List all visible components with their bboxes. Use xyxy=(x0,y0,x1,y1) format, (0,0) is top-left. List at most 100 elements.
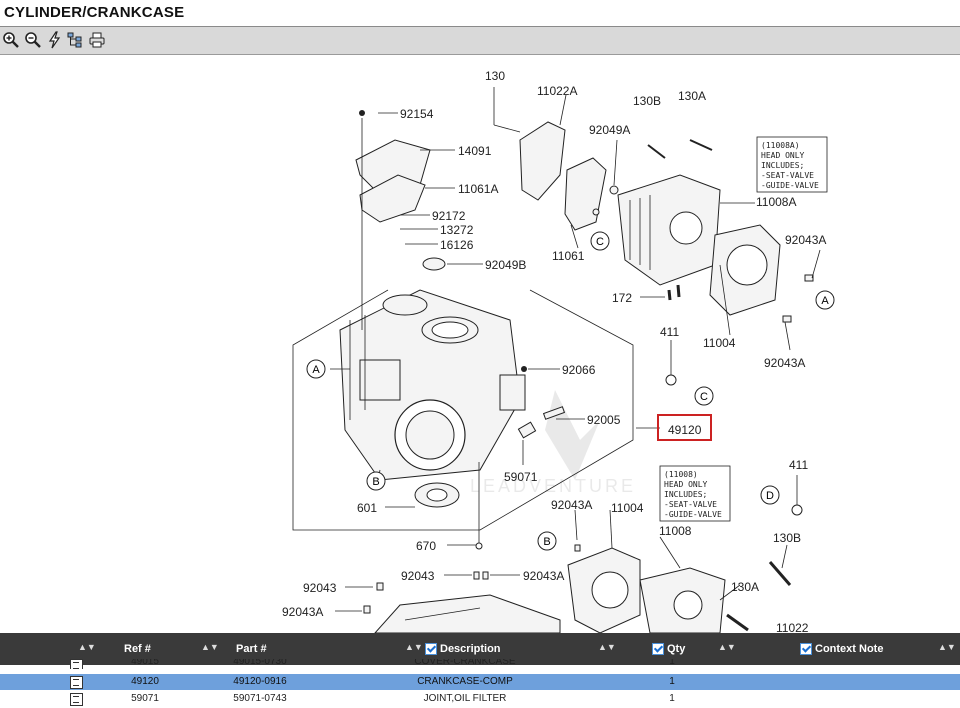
callout-11008[interactable]: 11008 xyxy=(659,524,692,538)
callout-601[interactable]: 601 xyxy=(357,501,377,515)
svg-text:-SEAT-VALVE: -SEAT-VALVE xyxy=(664,500,717,509)
callout-59071[interactable]: 59071 xyxy=(504,470,538,484)
callout-92049b[interactable]: 92049B xyxy=(485,258,526,272)
checkbox-icon[interactable] xyxy=(425,643,437,656)
table-row[interactable]: 49015 49015-0730 COVER-CRANKCASE 1 xyxy=(0,659,960,669)
rocker-cover-part[interactable] xyxy=(493,87,607,231)
cell-ref: 59071 xyxy=(131,693,159,704)
callout-13272[interactable]: 13272 xyxy=(440,223,474,237)
callout-130b-bot[interactable]: 130B xyxy=(773,531,801,545)
callout-92043a-mid[interactable]: 92043A xyxy=(523,569,564,583)
svg-text:-GUIDE-VALVE: -GUIDE-VALVE xyxy=(664,510,722,519)
callout-130a-bot[interactable]: 130A xyxy=(731,580,759,594)
callout-92043a-r2[interactable]: 92043A xyxy=(764,356,805,370)
callout-92043a-b1[interactable]: 92043A xyxy=(551,498,592,512)
callout-130[interactable]: 130 xyxy=(485,69,505,83)
callout-11004-top[interactable]: 11004 xyxy=(703,336,736,350)
table-row-selected[interactable]: 49120 49120-0916 CRANKCASE-COMP 1 xyxy=(0,674,960,690)
callout-92043a-r1[interactable]: 92043A xyxy=(785,233,826,247)
checkbox-icon[interactable] xyxy=(652,643,664,656)
callout-411-top[interactable]: 411 xyxy=(660,325,679,339)
callout-172[interactable]: 172 xyxy=(612,291,632,305)
callout-92172[interactable]: 92172 xyxy=(432,209,466,223)
cell-part: 59071-0743 xyxy=(233,693,287,704)
callout-92154[interactable]: 92154 xyxy=(400,107,434,121)
callout-11061[interactable]: 11061 xyxy=(552,249,585,263)
svg-text:HEAD ONLY: HEAD ONLY xyxy=(664,480,708,489)
cell-ref: 49015 xyxy=(131,659,159,667)
selected-part-highlight[interactable] xyxy=(657,414,712,441)
callout-92066[interactable]: 92066 xyxy=(562,363,596,377)
tree-icon[interactable] xyxy=(66,31,84,49)
callout-14091[interactable]: 14091 xyxy=(458,144,492,158)
svg-text:INCLUDES;: INCLUDES; xyxy=(664,490,707,499)
callout-92043[interactable]: 92043 xyxy=(303,581,337,595)
svg-text:HEAD ONLY: HEAD ONLY xyxy=(761,151,805,160)
callout-11022[interactable]: 11022 xyxy=(776,621,809,633)
crankcase-cover-part[interactable] xyxy=(374,594,561,633)
checkbox-icon[interactable] xyxy=(800,643,812,656)
callout-130b[interactable]: 130B xyxy=(633,94,661,108)
marker-a-left: A xyxy=(312,364,320,376)
table-row[interactable]: 59071 59071-0743 JOINT,OIL FILTER 1 xyxy=(0,691,960,707)
callout-11061a[interactable]: 11061A xyxy=(458,182,498,196)
cell-qty: 1 xyxy=(669,693,675,704)
cell-ref: 49120 xyxy=(131,676,159,687)
cell-part: 49015-0730 xyxy=(233,659,287,667)
callout-670[interactable]: 670 xyxy=(416,539,436,553)
col-part[interactable]: Part # xyxy=(236,643,267,655)
head-gasket-b-part[interactable] xyxy=(567,547,641,633)
svg-text:(11008A): (11008A) xyxy=(761,141,800,150)
title-bar: CYLINDER/CRANKCASE xyxy=(0,0,960,27)
parts-diagram[interactable]: .ln { stroke:#222; stroke-width:0.8; fil… xyxy=(0,55,960,633)
svg-text:-SEAT-VALVE: -SEAT-VALVE xyxy=(761,171,814,180)
col-ref[interactable]: Ref # xyxy=(124,643,151,655)
cylinder-head-b-part[interactable] xyxy=(639,567,726,633)
callout-49120[interactable]: 49120 xyxy=(668,423,702,437)
part-detail-icon[interactable] xyxy=(70,676,83,689)
cell-description: CRANKCASE-COMP xyxy=(417,676,513,687)
cover-gasket-part[interactable] xyxy=(355,110,431,330)
head-gasket-a-part[interactable] xyxy=(709,224,781,316)
callout-411-bot[interactable]: 411 xyxy=(789,458,808,472)
exploded-view: .ln { stroke:#222; stroke-width:0.8; fil… xyxy=(282,69,835,633)
callout-11004-bot[interactable]: 11004 xyxy=(611,501,644,515)
zoom-out-icon[interactable] xyxy=(24,31,42,49)
marker-c-top: C xyxy=(596,236,604,248)
callout-92005[interactable]: 92005 xyxy=(587,413,621,427)
col-description[interactable]: Description xyxy=(425,643,501,656)
callout-92043-mid[interactable]: 92043 xyxy=(401,569,435,583)
cell-part: 49120-0916 xyxy=(233,676,287,687)
watermark-text: LEADVENTURE xyxy=(470,476,636,496)
cylinder-head-a-part[interactable] xyxy=(592,139,721,286)
cell-description: JOINT,OIL FILTER xyxy=(423,693,507,704)
marker-b-left: B xyxy=(372,476,379,488)
sort-arrows-icon[interactable]: ▲▼ xyxy=(938,642,956,652)
print-icon[interactable] xyxy=(88,31,106,49)
col-qty[interactable]: Qty xyxy=(652,643,685,656)
zoom-in-icon[interactable] xyxy=(2,31,20,49)
cell-qty: 1 xyxy=(669,659,675,667)
col-context-note[interactable]: Context Note xyxy=(800,643,883,656)
callout-130a[interactable]: 130A xyxy=(678,89,706,103)
callout-16126[interactable]: 16126 xyxy=(440,238,474,252)
part-detail-icon[interactable] xyxy=(70,693,83,706)
lightning-icon[interactable] xyxy=(46,31,64,49)
callout-92049a[interactable]: 92049A xyxy=(589,123,630,137)
part-detail-icon[interactable] xyxy=(70,659,83,669)
marker-a-right: A xyxy=(821,295,829,307)
note-box-11008a: (11008A) HEAD ONLY INCLUDES; -SEAT-VALVE… xyxy=(756,136,828,193)
callout-11008a[interactable]: 11008A xyxy=(756,195,796,209)
toolbar xyxy=(0,27,960,55)
crankcase-part[interactable] xyxy=(339,289,526,481)
sort-arrows-icon[interactable]: ▲▼ xyxy=(405,642,423,652)
sort-arrows-icon[interactable]: ▲▼ xyxy=(201,642,219,652)
note-box-11008: (11008) HEAD ONLY INCLUDES; -SEAT-VALVE … xyxy=(659,465,731,522)
grid-header: ▲▼ Ref # ▲▼ Part # ▲▼ Description ▲▼ Qty… xyxy=(0,633,960,665)
sort-arrows-icon[interactable]: ▲▼ xyxy=(598,642,616,652)
sort-arrows-icon[interactable]: ▲▼ xyxy=(78,642,96,652)
callout-92043a-left[interactable]: 92043A xyxy=(282,605,323,619)
page-title: CYLINDER/CRANKCASE xyxy=(4,4,185,21)
sort-arrows-icon[interactable]: ▲▼ xyxy=(718,642,736,652)
callout-11022a[interactable]: 11022A xyxy=(537,84,577,98)
